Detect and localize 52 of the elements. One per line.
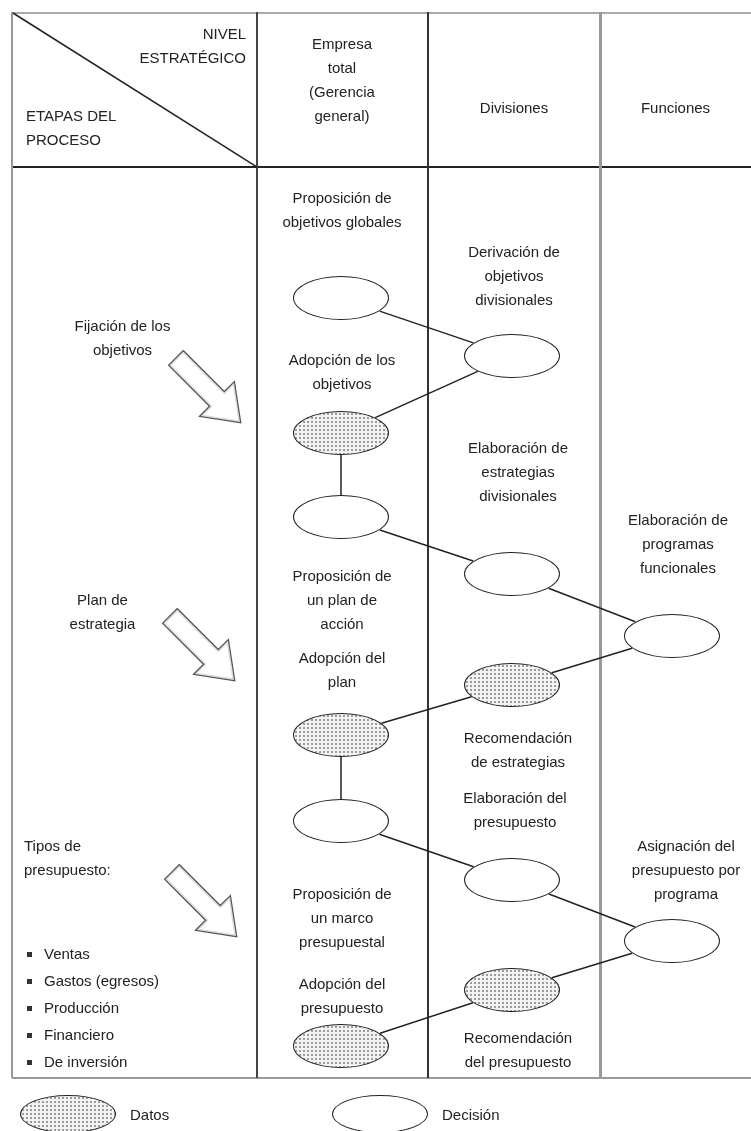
connector-line: [551, 952, 633, 979]
connector-line: [551, 647, 633, 674]
decision-ellipse: [624, 614, 720, 658]
legend-label: Datos: [130, 1105, 170, 1125]
step-caption: Proposición de un marco presupuestal: [291, 884, 393, 952]
decision-ellipse: [293, 495, 389, 539]
stage-label: Plan de estrategia: [68, 590, 137, 634]
list-item: Ventas: [24, 943, 90, 965]
data-ellipse: [464, 968, 560, 1012]
step-caption: Asignación del presupuesto por programa: [630, 836, 742, 904]
list-item: Producción: [24, 997, 120, 1019]
connector-line: [374, 370, 479, 419]
decision-ellipse: [624, 919, 720, 963]
legend-label: Decisión: [442, 1105, 500, 1125]
column-header: Divisiones: [478, 98, 550, 118]
step-caption: Adopción de los objetivos: [287, 350, 397, 394]
step-caption: Elaboración de programas funcionales: [626, 510, 730, 578]
list-item: De inversión: [24, 1051, 128, 1073]
connector-line: [547, 587, 637, 623]
list-item: Gastos (egresos): [24, 970, 160, 992]
step-caption: Elaboración del presupuesto: [462, 788, 568, 832]
decision-ellipse: [293, 276, 389, 320]
data-ellipse: [293, 713, 389, 757]
axis-heading: ETAPAS DEL PROCESO: [26, 106, 117, 150]
step-caption: Proposición de objetivos globales: [281, 188, 403, 232]
connector-line: [379, 1002, 474, 1034]
step-caption: Recomendación de estrategias: [462, 728, 574, 772]
decision-ellipse: [464, 552, 560, 596]
step-caption: Derivación de objetivos divisionales: [467, 242, 561, 310]
data-ellipse: [464, 663, 560, 707]
data-ellipse: [293, 1024, 389, 1068]
stage-label: Fijación de los objetivos: [73, 316, 172, 360]
connector-line: [378, 310, 475, 344]
decision-ellipse: [464, 858, 560, 902]
connector-line: [548, 893, 636, 928]
axis-heading: NIVEL ESTRATÉGICO: [138, 24, 246, 68]
connector-line: [340, 454, 342, 496]
decision-ellipse: [293, 799, 389, 843]
step-caption: Adopción del plan: [297, 648, 387, 692]
step-caption: Proposición de un plan de acción: [292, 566, 392, 634]
step-caption: Recomendación del presupuesto: [462, 1028, 574, 1072]
connector-line: [340, 756, 342, 800]
connector-line: [379, 529, 474, 562]
stage-label: Tipos de presupuesto:: [24, 836, 112, 880]
decision-ellipse: [464, 334, 560, 378]
step-caption: Elaboración de estrategias divisionales: [466, 438, 570, 506]
column-header: Empresa total (Gerencia general): [308, 34, 376, 126]
connector-line: [378, 833, 475, 868]
column-header: Funciones: [639, 98, 712, 118]
connector-line: [380, 696, 473, 724]
list-item: Financiero: [24, 1024, 115, 1046]
step-caption: Adopción del presupuesto: [297, 974, 387, 1018]
